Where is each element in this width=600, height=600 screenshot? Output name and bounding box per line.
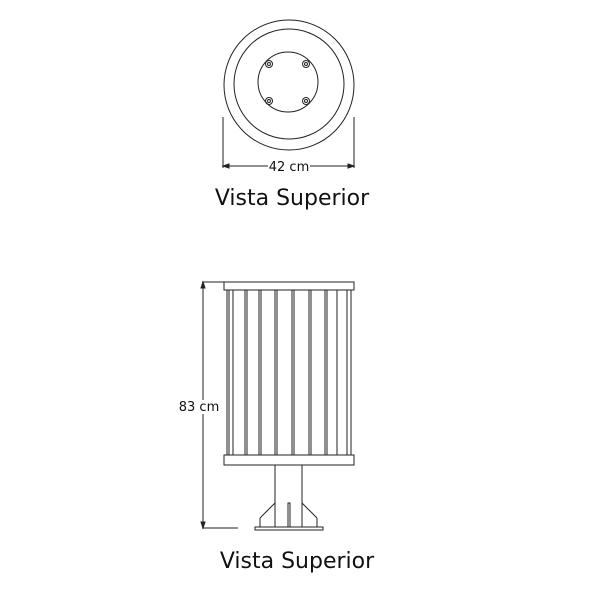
- base-plate: [254, 526, 324, 531]
- width-dimension-label: 42 cm: [269, 160, 310, 175]
- top-view-caption: Vista Superior: [215, 186, 370, 211]
- slats: [226, 290, 352, 455]
- bottom-cap: [223, 454, 355, 466]
- side-view-caption: Vista Superior: [220, 549, 375, 574]
- height-dimension-label: 83 cm: [179, 400, 220, 415]
- outer-rim: [223, 19, 355, 151]
- top-cap: [223, 281, 355, 291]
- width-dimension-line: [221, 117, 356, 169]
- height-dimension-line: [200, 280, 238, 530]
- center-plate: [257, 51, 319, 113]
- bolts: [265, 60, 310, 105]
- post: [254, 465, 324, 531]
- side-view: [200, 280, 355, 531]
- top-view: [221, 19, 356, 169]
- inner-rim: [233, 28, 345, 140]
